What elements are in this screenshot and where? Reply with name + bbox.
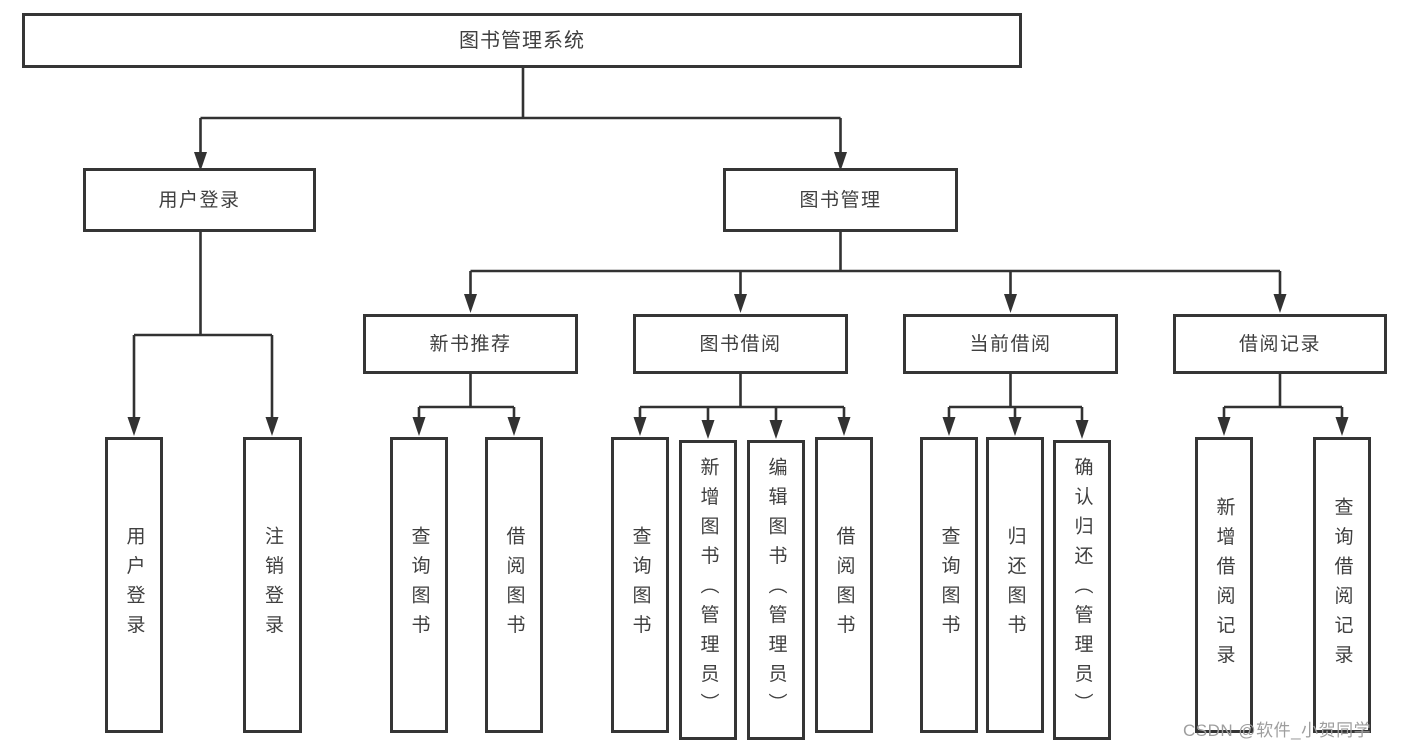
leaf-borrow-books-2: 借阅图书 [815,437,873,733]
connector-book-mgmt-to-level3 [464,232,1287,313]
connector-user-login-to-leaves [127,232,279,436]
leaf-add-borrow-record-label: 新增借阅记录 [1213,496,1235,674]
node-library-system: 图书管理系统 [22,13,1022,68]
leaf-query-books-1-label: 查询图书 [408,526,430,644]
leaf-query-books-2: 查询图书 [611,437,669,733]
leaf-borrow-books-1: 借阅图书 [485,437,543,733]
leaf-query-borrow-record: 查询借阅记录 [1313,437,1371,733]
leaf-return-books-label: 归还图书 [1004,526,1026,644]
connector-current-borrow-to-leaves [942,372,1089,439]
leaf-confirm-return-admin-label: 确认归还（管理员） [1071,457,1093,723]
connector-root-to-level2 [194,68,847,171]
node-new-book-recommend-label: 新书推荐 [429,333,512,355]
node-borrow-records-label: 借阅记录 [1238,333,1321,355]
connector-new-book-to-leaves [412,372,521,436]
leaf-borrow-books-1-label: 借阅图书 [503,526,525,644]
leaf-confirm-return-admin: 确认归还（管理员） [1053,440,1111,740]
node-borrow-records: 借阅记录 [1173,314,1387,374]
leaf-query-borrow-record-label: 查询借阅记录 [1331,496,1353,674]
leaf-logout-label: 注销登录 [262,526,283,644]
node-library-system-label: 图书管理系统 [459,29,585,52]
leaf-borrow-books-2-label: 借阅图书 [833,526,855,644]
leaf-query-books-3: 查询图书 [920,437,978,733]
node-book-management: 图书管理 [723,168,958,232]
connector-borrow-records-to-leaves [1217,372,1349,436]
node-book-management-label: 图书管理 [799,189,882,211]
leaf-user-login: 用户登录 [105,437,163,733]
leaf-query-books-3-label: 查询图书 [938,526,960,644]
node-book-borrow: 图书借阅 [633,314,848,374]
leaf-edit-books-admin: 编辑图书（管理员） [747,440,805,740]
node-user-login: 用户登录 [83,168,316,232]
leaf-add-borrow-record: 新增借阅记录 [1195,437,1253,733]
leaf-edit-books-admin-label: 编辑图书（管理员） [765,457,787,723]
leaf-add-books-admin-label: 新增图书（管理员） [697,457,719,723]
connector-book-borrow-to-leaves [633,372,851,439]
leaf-query-books-2-label: 查询图书 [629,526,651,644]
node-book-borrow-label: 图书借阅 [699,333,782,355]
leaf-return-books: 归还图书 [986,437,1044,733]
node-current-borrow-label: 当前借阅 [969,333,1052,355]
node-new-book-recommend: 新书推荐 [363,314,578,374]
leaf-add-books-admin: 新增图书（管理员） [679,440,737,740]
leaf-query-books-1: 查询图书 [390,437,448,733]
leaf-user-login-label: 用户登录 [123,526,145,644]
node-current-borrow: 当前借阅 [903,314,1118,374]
node-user-login-label: 用户登录 [158,189,241,211]
leaf-logout: 注销登录 [243,437,302,733]
csdn-watermark: CSDN @软件_小贺同学 [1183,721,1372,740]
